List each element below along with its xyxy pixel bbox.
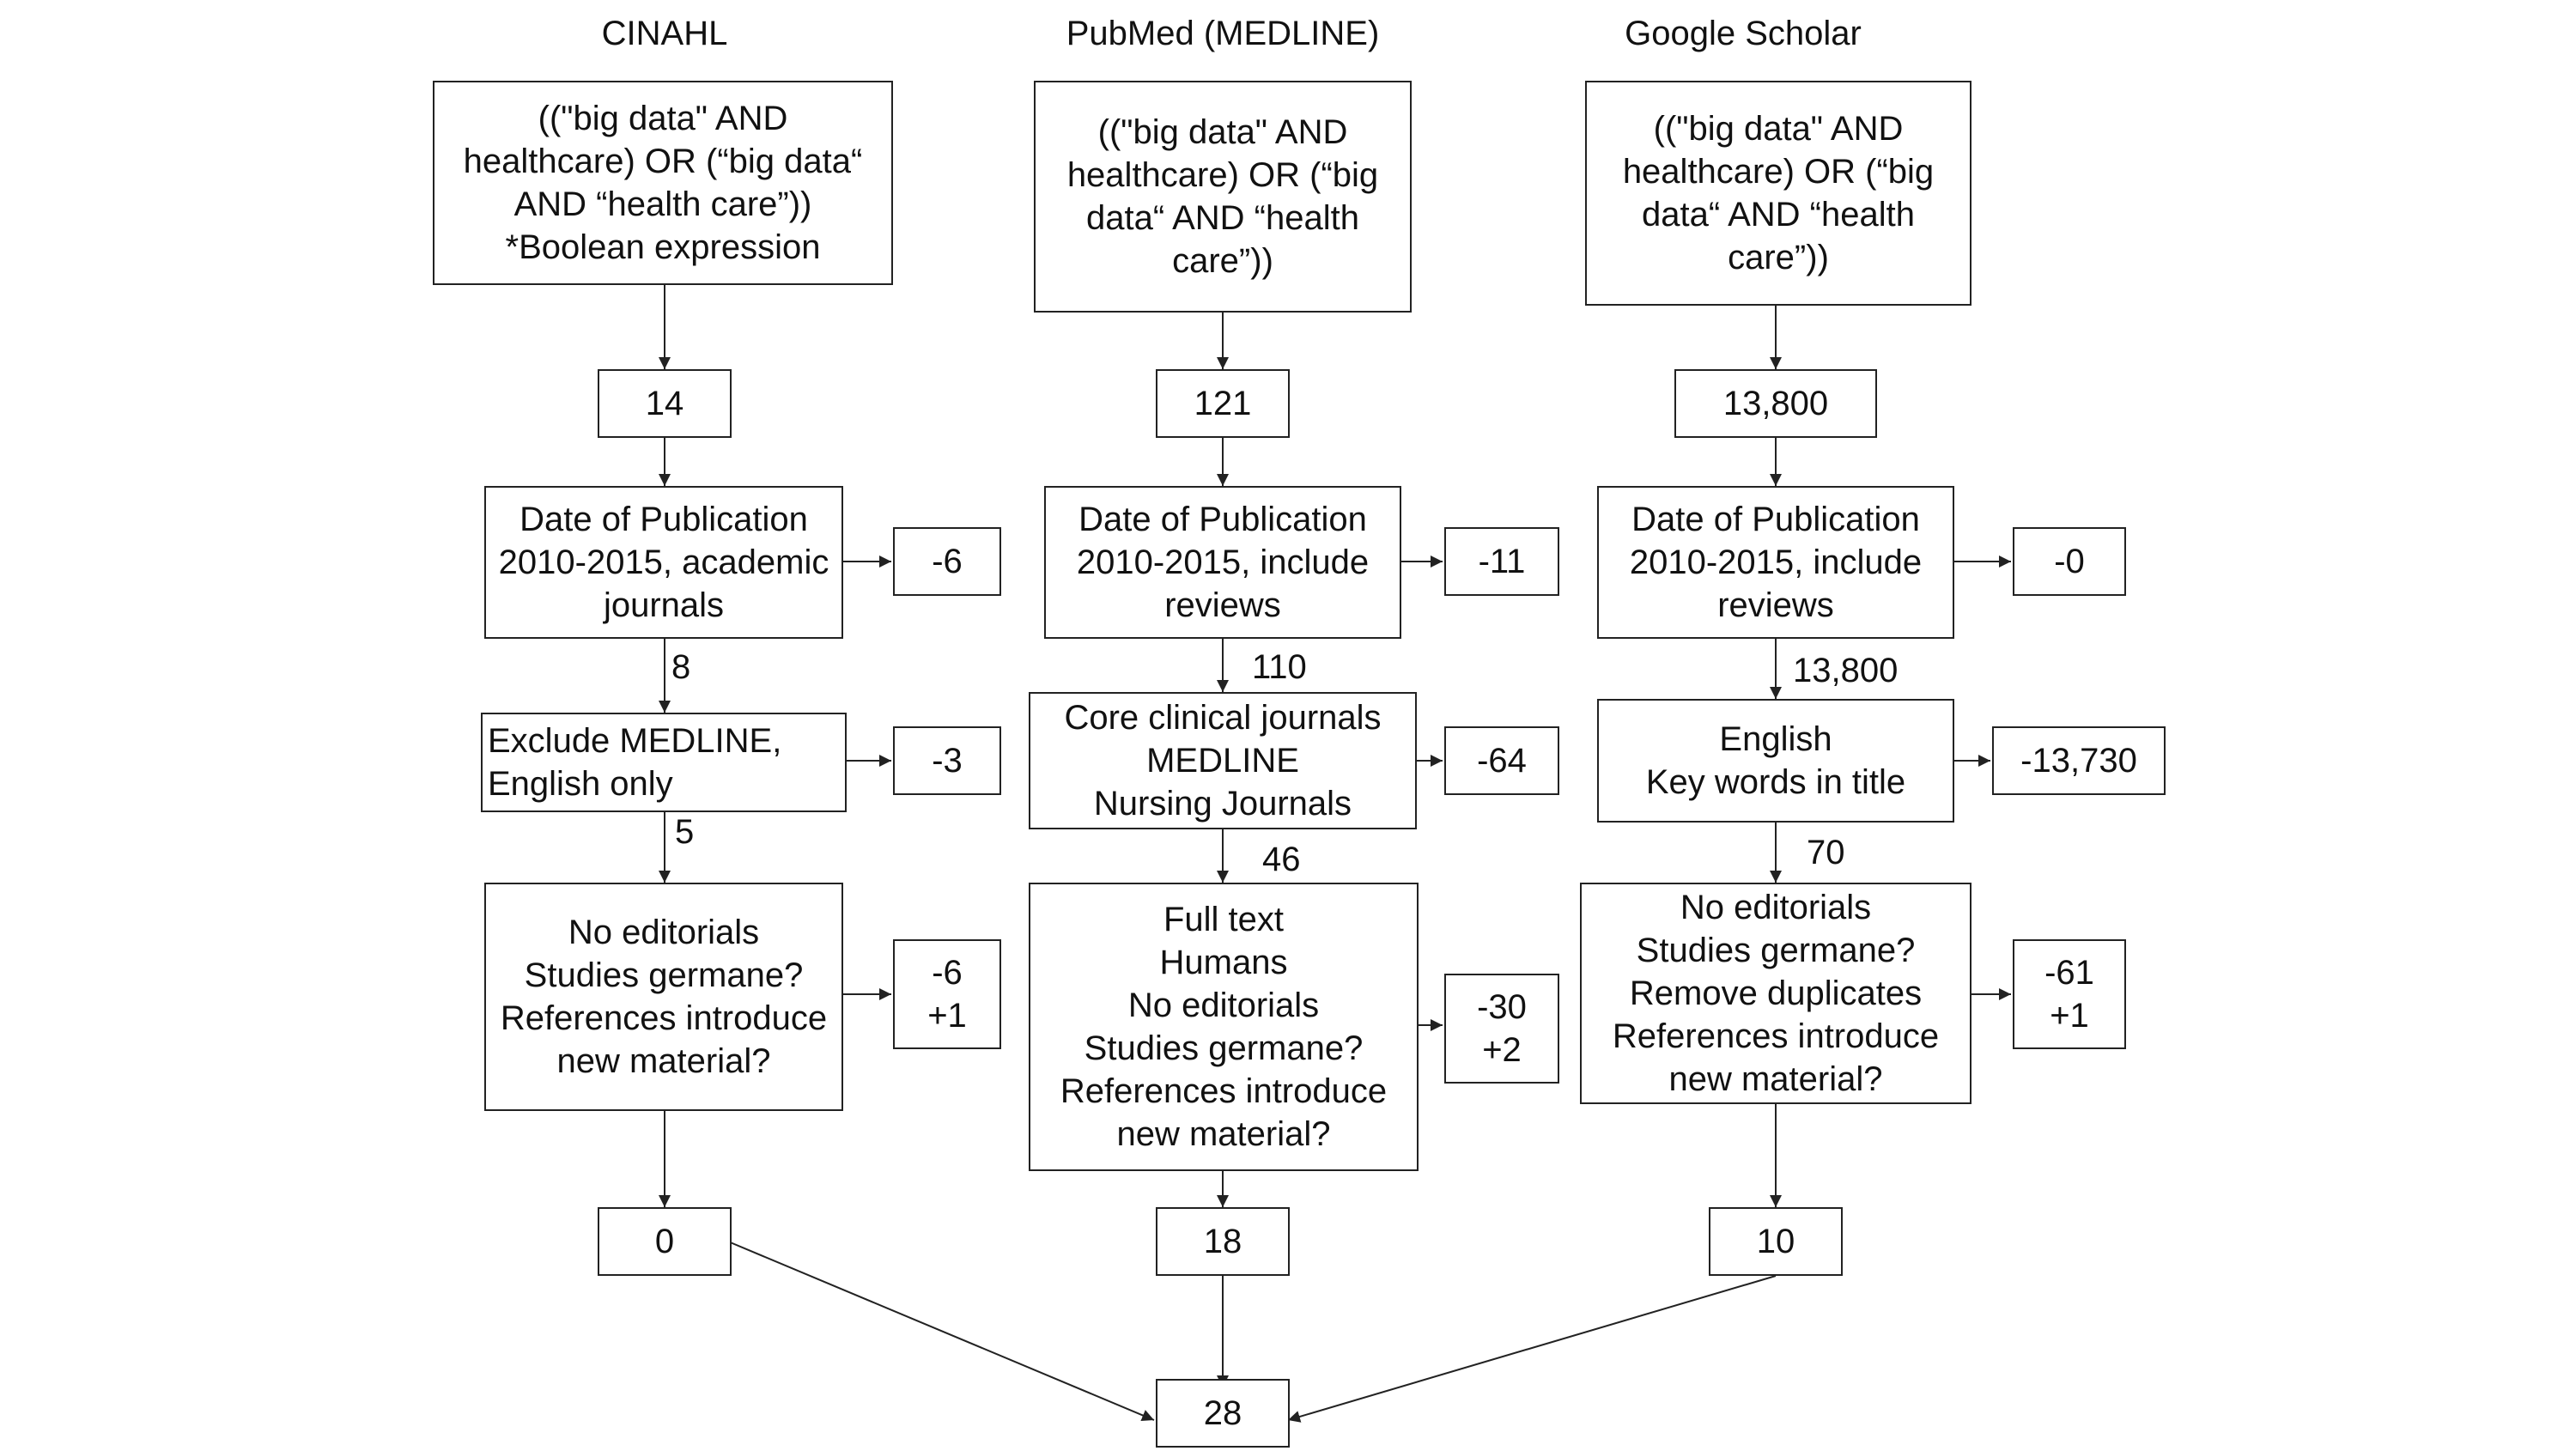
pubmed-date-filter-removed: -11 xyxy=(1444,527,1559,596)
cinahl-after-medline-filter-count: 5 xyxy=(675,813,695,851)
connector xyxy=(727,1241,1155,1422)
scholar-relevance-filter-change: -61 +1 xyxy=(2013,939,2126,1049)
cinahl-final-count: 0 xyxy=(598,1207,732,1276)
total-count-box: 28 xyxy=(1156,1379,1290,1448)
pubmed-relevance-filter-box: Full text Humans No editorials Studies g… xyxy=(1029,883,1419,1171)
pubmed-journal-filter-box: Core clinical journals MEDLINE Nursing J… xyxy=(1029,692,1417,829)
connector xyxy=(1287,1275,1777,1423)
pubmed-after-journal-filter-count: 46 xyxy=(1262,841,1301,878)
cinahl-after-date-filter-count: 8 xyxy=(671,648,691,686)
scholar-relevance-filter-box: No editorials Studies germane? Remove du… xyxy=(1580,883,1971,1104)
scholar-after-date-filter-count: 13,800 xyxy=(1793,652,1899,689)
column-header-pubmed: PubMed (MEDLINE) xyxy=(1066,15,1380,52)
pubmed-after-date-filter-count: 110 xyxy=(1252,648,1307,686)
scholar-date-filter-removed: -0 xyxy=(2013,527,2126,596)
scholar-language-filter-removed: -13,730 xyxy=(1992,726,2166,795)
cinahl-date-filter-removed: -6 xyxy=(893,527,1001,596)
cinahl-query-box: (("big data" AND healthcare) OR (“big da… xyxy=(433,81,893,285)
cinahl-date-filter-box: Date of Publication 2010-2015, academic … xyxy=(484,486,843,639)
scholar-language-filter-box: English Key words in title xyxy=(1597,699,1954,823)
pubmed-date-filter-box: Date of Publication 2010-2015, include r… xyxy=(1044,486,1401,639)
cinahl-initial-count: 14 xyxy=(598,369,732,438)
pubmed-initial-count: 121 xyxy=(1156,369,1290,438)
pubmed-final-count: 18 xyxy=(1156,1207,1290,1276)
pubmed-query-box: (("big data" AND healthcare) OR (“big da… xyxy=(1034,81,1412,313)
scholar-initial-count: 13,800 xyxy=(1674,369,1877,438)
column-header-cinahl: CINAHL xyxy=(601,15,728,52)
scholar-final-count: 10 xyxy=(1709,1207,1843,1276)
scholar-query-box: (("big data" AND healthcare) OR (“big da… xyxy=(1585,81,1971,306)
scholar-after-language-filter-count: 70 xyxy=(1807,834,1845,871)
pubmed-journal-filter-removed: -64 xyxy=(1444,726,1559,795)
cinahl-relevance-filter-box: No editorials Studies germane? Reference… xyxy=(484,883,843,1111)
column-header-google-scholar: Google Scholar xyxy=(1625,15,1862,52)
pubmed-relevance-filter-change: -30 +2 xyxy=(1444,974,1559,1084)
cinahl-medline-filter-removed: -3 xyxy=(893,726,1001,795)
scholar-date-filter-box: Date of Publication 2010-2015, include r… xyxy=(1597,486,1954,639)
cinahl-medline-filter-box: Exclude MEDLINE, English only xyxy=(481,713,847,812)
cinahl-relevance-filter-change: -6 +1 xyxy=(893,939,1001,1049)
